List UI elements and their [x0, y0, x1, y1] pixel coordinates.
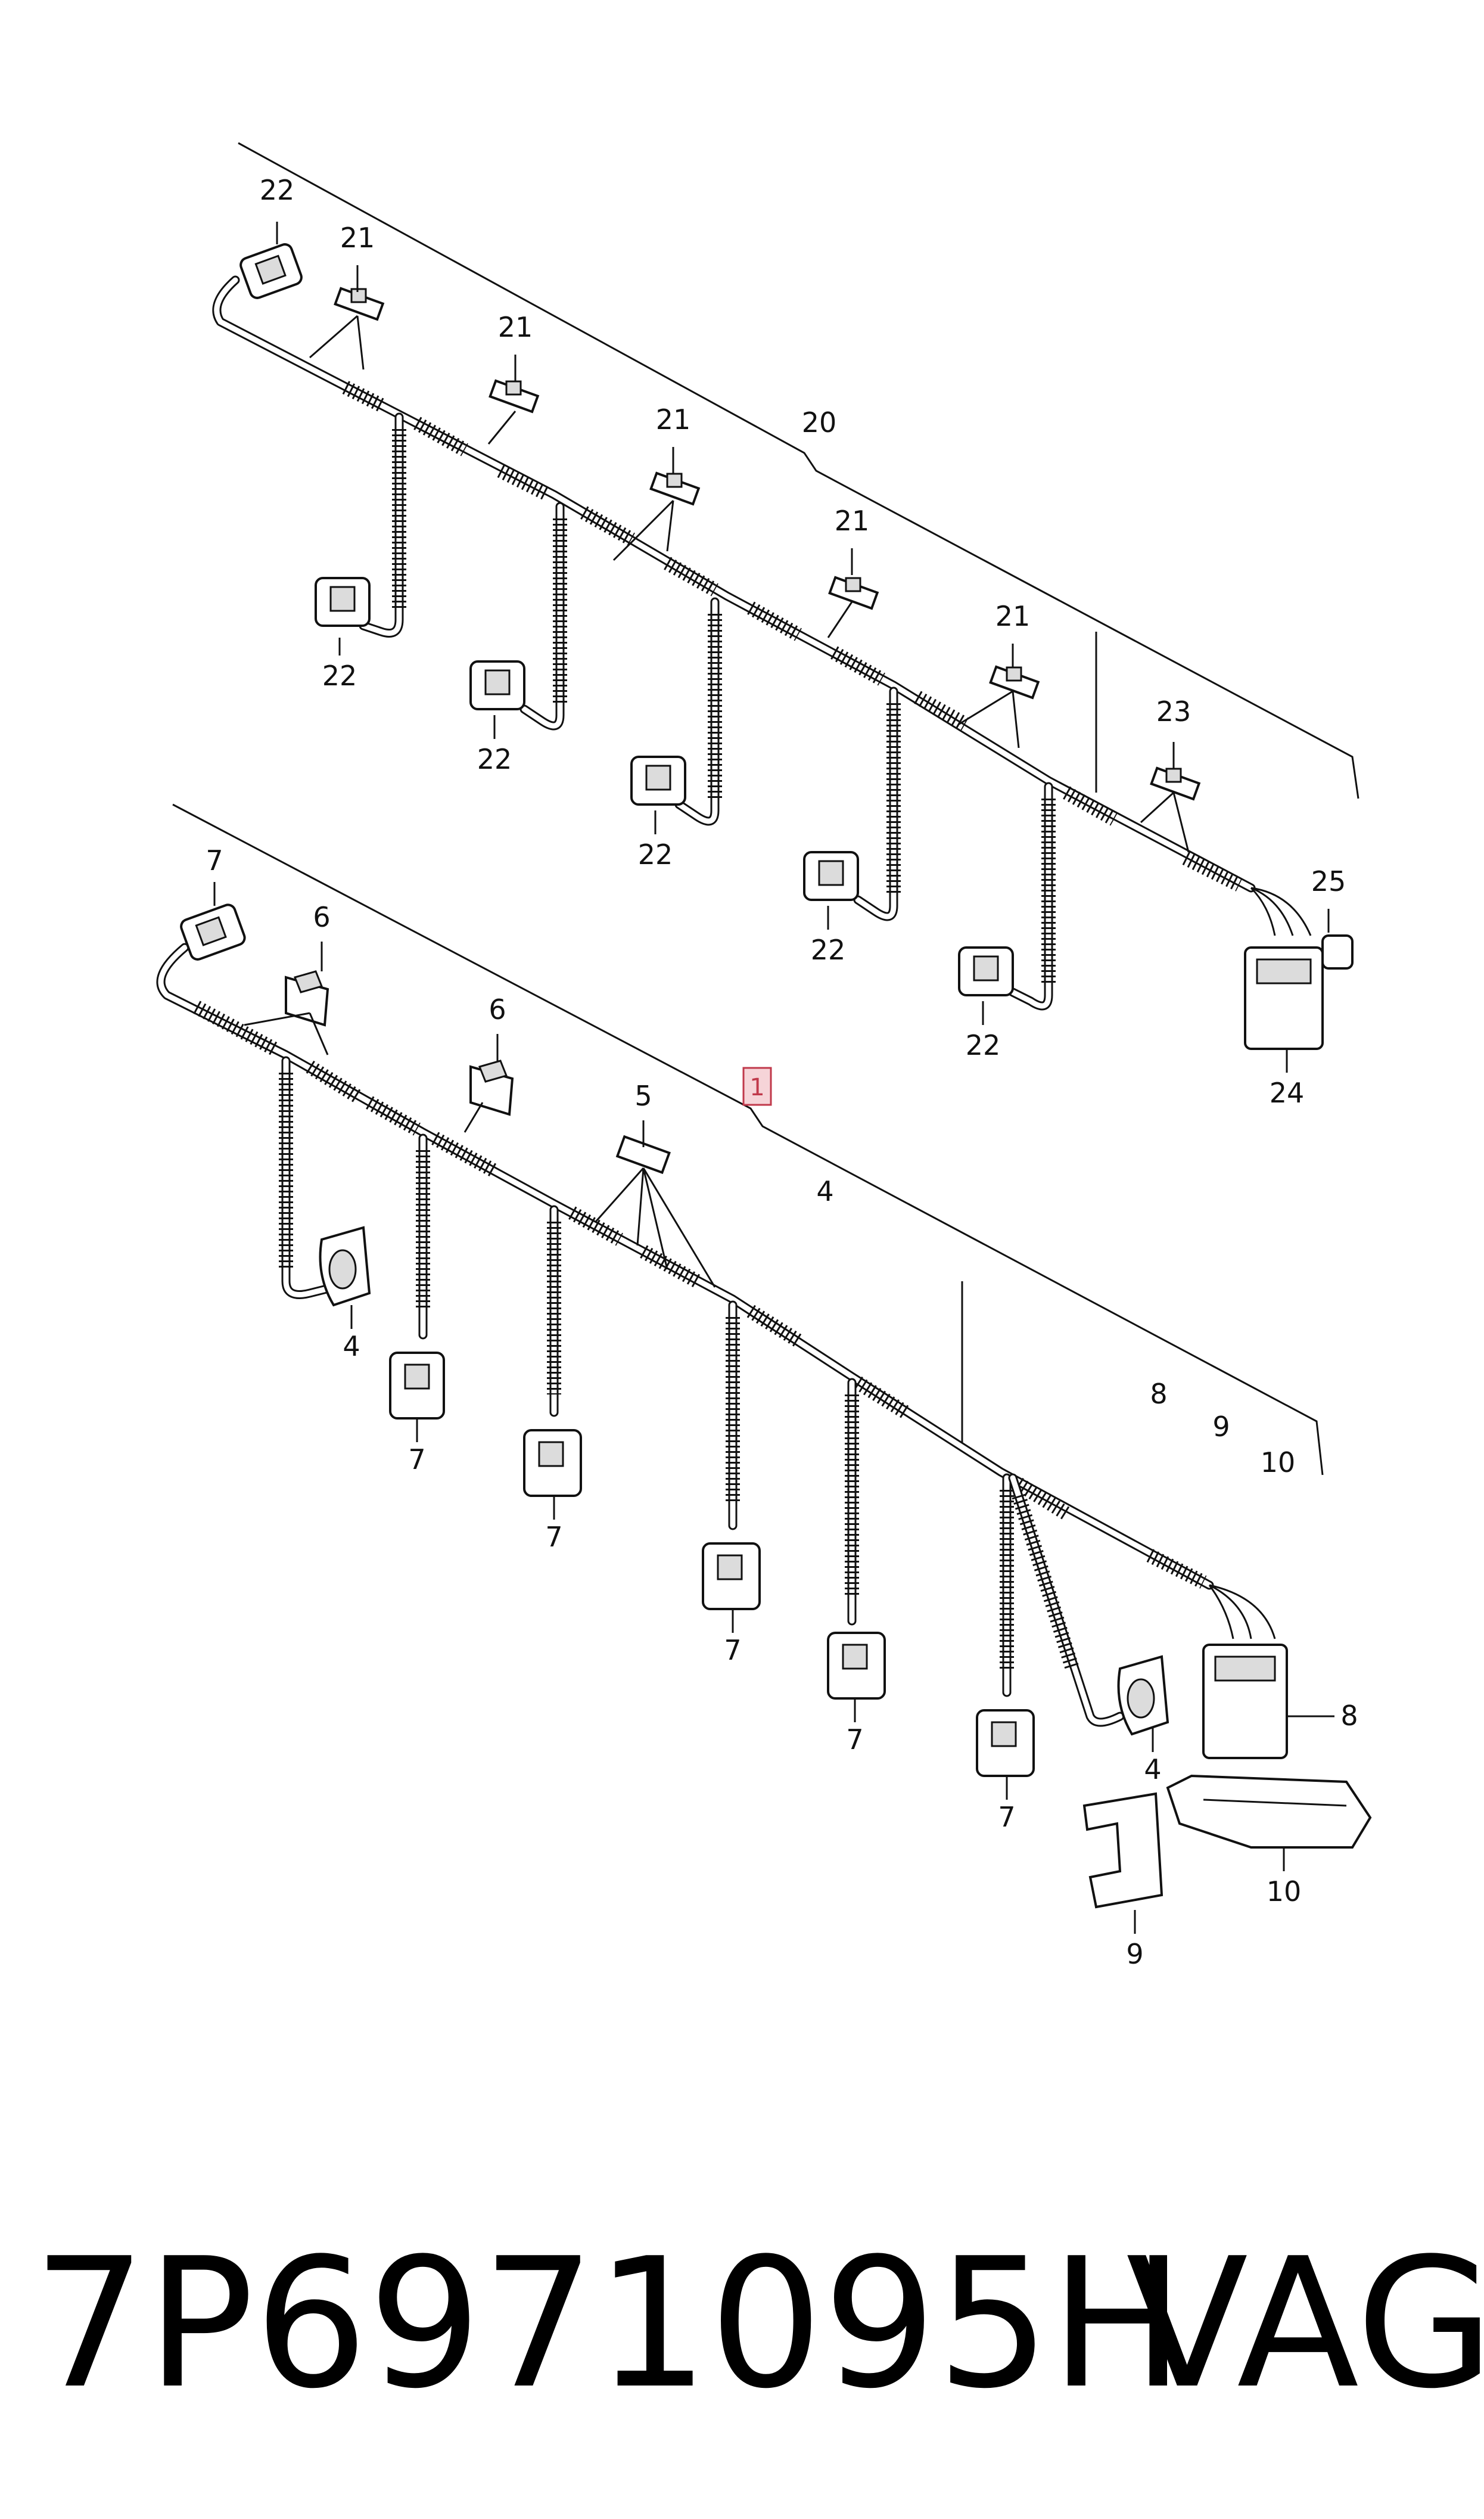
label-6-a: 6: [313, 901, 330, 933]
clip-21-e: [989, 665, 1040, 700]
lower-branch-7: [1008, 1473, 1125, 1727]
clip-21-a: [334, 287, 385, 321]
main-plug-24: [1244, 887, 1324, 1050]
sensor-connector-22-a: [315, 577, 371, 627]
label-9: 9: [1126, 1938, 1143, 1970]
upper-main-wire: [212, 275, 1256, 893]
label-1: 1: [749, 1074, 764, 1101]
bracket-10: [1166, 1774, 1372, 1849]
label-25: 25: [1311, 865, 1346, 897]
lower-leader-lines: [213, 882, 1334, 1934]
upper-harness-assembly: [212, 142, 1359, 1073]
lower-main-wire: [156, 943, 1214, 1590]
label-7-top: 7: [206, 844, 223, 877]
upper-branch-corrugation: [392, 429, 1056, 983]
label-7-d: 7: [846, 1723, 863, 1756]
label-7-b: 7: [545, 1521, 562, 1553]
sensor-bracket-4-left: [319, 1226, 371, 1307]
lower-branch-corrugation: [279, 1073, 1079, 1671]
lower-corrugation: [193, 1001, 1207, 1589]
upper-branch-3-core: [676, 599, 718, 824]
connector-7-b: [523, 1429, 582, 1497]
label-20: 20: [802, 406, 837, 439]
label-21-c: 21: [656, 403, 691, 436]
label-22-top: 22: [260, 174, 295, 206]
sensor-connector-22-top: [239, 243, 303, 299]
lower-branch-7-core: [1010, 1475, 1123, 1725]
label-22-b: 22: [477, 743, 512, 775]
label-24: 24: [1270, 1077, 1305, 1109]
upper-corrugation: [342, 381, 1243, 892]
label-7-c: 7: [724, 1634, 741, 1666]
label-4-frame: 4: [816, 1175, 833, 1207]
connector-7-d: [827, 1632, 886, 1700]
upper-branch-1-core: [360, 414, 402, 636]
lower-frame-line: [172, 803, 1324, 1476]
bracket-9: [1082, 1792, 1163, 1909]
upper-frame-line: [238, 142, 1359, 799]
main-plug-8: [1202, 1584, 1288, 1759]
connector-7-a: [389, 1352, 445, 1420]
upper-leader-lines: [276, 222, 1330, 1073]
clip-6-b: [469, 1060, 514, 1116]
brand-text: VAG: [1126, 2220, 1484, 2428]
label-21-a: 21: [340, 222, 375, 254]
label-21-d: 21: [835, 505, 870, 537]
label-21-b: 21: [498, 311, 533, 343]
label-9-frame: 9: [1212, 1411, 1230, 1443]
lower-harness-assembly: [156, 803, 1372, 1934]
sensor-connector-22-d: [803, 851, 859, 901]
clip-21-d: [828, 576, 879, 610]
label-7-a: 7: [408, 1443, 425, 1476]
clip-23: [1150, 766, 1201, 801]
sensor-connector-22-c: [630, 756, 686, 806]
part-number-text: 7P6971095H: [33, 2220, 1185, 2428]
label-4-right: 4: [1144, 1753, 1161, 1785]
lower-branch-1-core: [283, 1058, 337, 1297]
label-22-a: 22: [322, 660, 357, 692]
label-8: 8: [1340, 1700, 1358, 1732]
label-4-left: 4: [343, 1330, 360, 1362]
label-8-frame: 8: [1150, 1378, 1167, 1410]
sensor-connector-22-e: [958, 946, 1014, 996]
lower-main-wire-core: [158, 945, 1212, 1588]
clip-6-a: [285, 970, 329, 1027]
cover-25: [1321, 934, 1354, 970]
connector-7-e: [976, 1709, 1035, 1777]
upper-branch-4-core: [855, 688, 897, 920]
connector-7-top: [180, 903, 246, 961]
connector-7-c: [702, 1542, 761, 1610]
callout-1: 1: [742, 1067, 772, 1106]
label-5: 5: [634, 1080, 652, 1112]
sensor-bracket-4-right: [1117, 1655, 1169, 1736]
label-23: 23: [1156, 695, 1191, 728]
label-22-d: 22: [811, 934, 846, 966]
clip-21-c: [649, 471, 701, 506]
upper-branch-5-core: [1010, 784, 1051, 1009]
label-10-frame: 10: [1261, 1446, 1296, 1479]
label-6-b: 6: [489, 993, 506, 1026]
label-10: 10: [1267, 1875, 1302, 1908]
sensor-connector-22-b: [469, 660, 525, 710]
label-22-c: 22: [638, 838, 673, 871]
label-22-e: 22: [966, 1029, 1001, 1061]
label-7-e: 7: [998, 1801, 1015, 1833]
clip-5: [615, 1135, 671, 1175]
label-21-e: 21: [995, 600, 1031, 632]
upper-branch-2-core: [521, 504, 563, 729]
upper-main-wire-core: [214, 277, 1254, 891]
clip-21-b: [489, 379, 540, 414]
